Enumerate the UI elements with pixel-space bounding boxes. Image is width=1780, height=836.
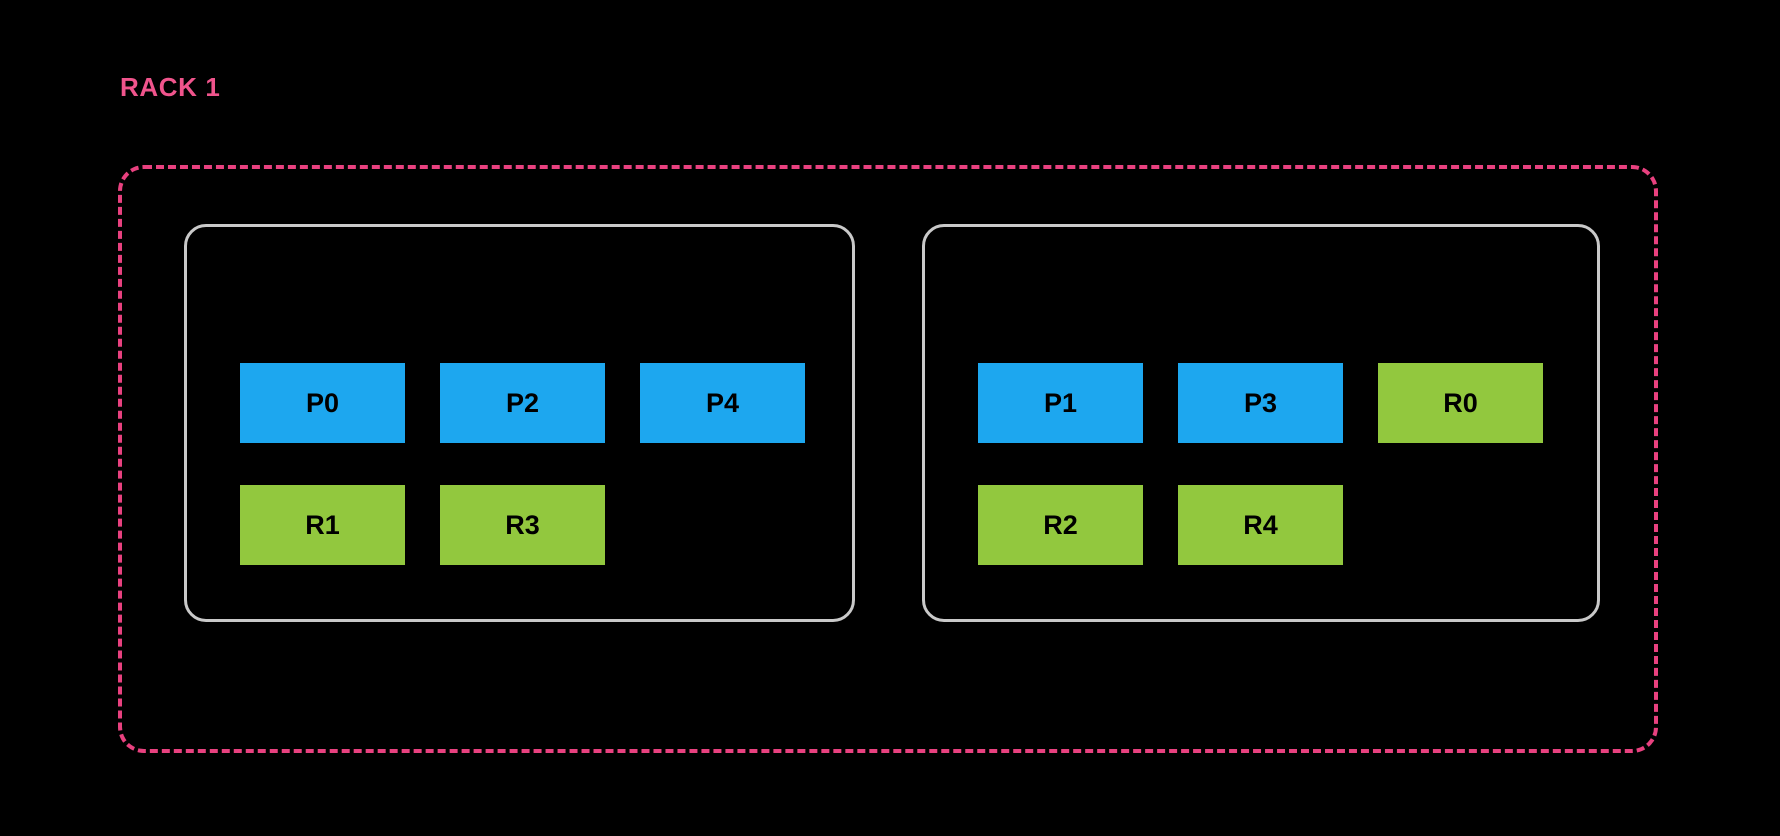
shard-block-p2[interactable]: P2 [440,363,605,443]
shard-block-label: R2 [1043,509,1078,540]
shard-block-r3[interactable]: R3 [440,485,605,565]
shard-block-label: R0 [1443,387,1478,418]
shard-block-label: R4 [1243,509,1278,540]
shard-block-p3[interactable]: P3 [1178,363,1343,443]
block-row: R1 R3 [240,485,605,565]
shard-block-label: P1 [1043,387,1078,418]
shard-block-r2[interactable]: R2 [978,485,1143,565]
shard-block-label: R3 [505,509,540,540]
shard-block-r0[interactable]: R0 [1378,363,1543,443]
shard-block-p0[interactable]: P0 [240,363,405,443]
shard-block-r4[interactable]: R4 [1178,485,1343,565]
shard-block-r1[interactable]: R1 [240,485,405,565]
shard-block-label: R1 [305,509,340,540]
block-row: P1 P3 R0 [978,363,1543,443]
rack-boundary [118,165,1658,753]
rack-label: RACK 1 [120,72,221,102]
shard-block-p4[interactable]: P4 [640,363,805,443]
shard-block-label: P3 [1243,387,1278,418]
block-row: R2 R4 [978,485,1343,565]
shard-block-p1[interactable]: P1 [978,363,1143,443]
shard-block-label: P2 [505,387,540,418]
shard-block-label: P4 [705,387,740,418]
block-row: P0 P2 P4 [240,363,805,443]
shard-block-label: P0 [305,387,340,418]
